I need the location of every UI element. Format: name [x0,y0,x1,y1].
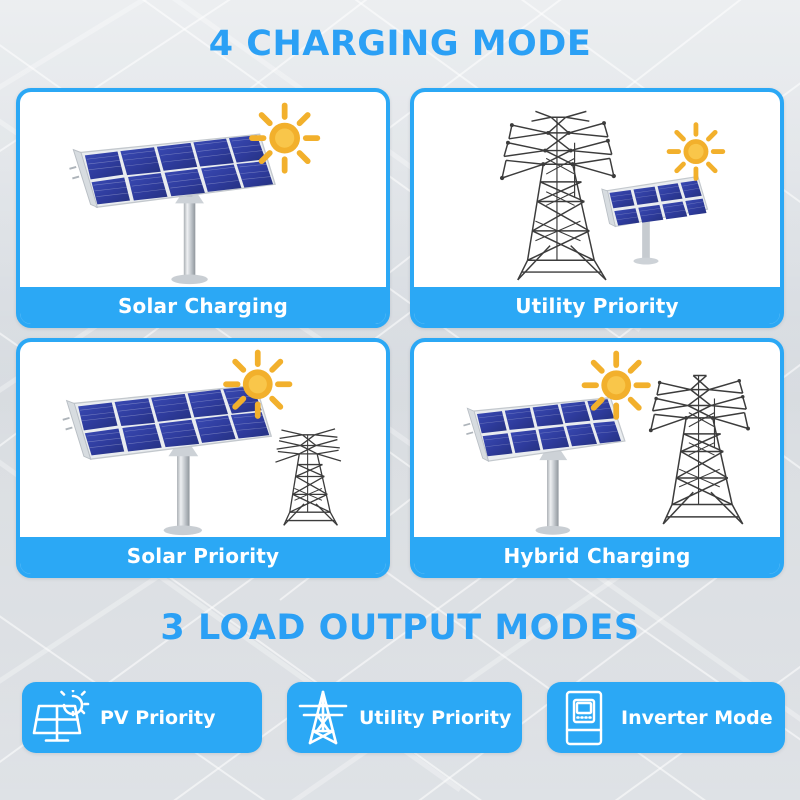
load-mode-pv-priority[interactable]: PV Priority [22,682,262,753]
mode-card-label: Solar Charging [20,287,386,324]
sun-icon [581,350,651,420]
sun-icon [666,122,726,181]
load-mode-utility-priority[interactable]: Utility Priority [287,682,522,753]
load-mode-inverter-mode[interactable]: Inverter Mode [547,682,785,753]
transmission-tower-icon [499,110,616,281]
mode-card-solar-charging[interactable]: Solar Charging [16,88,390,328]
pylon-outline-icon [287,689,359,747]
solar-panel-icon [601,175,709,265]
mode-card-label: Solar Priority [20,537,386,574]
sun-icon [249,102,321,174]
sun-icon [223,349,293,419]
utility-priority-illustration [499,110,726,281]
inverter-box-outline-icon [547,689,621,747]
solar-priority-illustration [62,349,342,536]
solar-charging-illustration [69,102,321,285]
mode-card-utility-priority[interactable]: Utility Priority [410,88,784,328]
mode-card-artwork [20,342,386,537]
mode-card-artwork [414,342,780,537]
mode-card-artwork [20,92,386,287]
transmission-tower-icon [648,374,750,525]
transmission-tower-icon [275,428,342,526]
mode-card-label: Utility Priority [414,287,780,324]
load-mode-label: Utility Priority [359,706,512,729]
solar-panel-icon [463,397,626,462]
mode-card-label: Hybrid Charging [414,537,780,574]
mode-card-solar-priority[interactable]: Solar Priority [16,338,390,578]
hybrid-charging-illustration [463,350,750,535]
charging-modes-heading: 4 CHARGING MODE [208,24,592,64]
load-mode-label: Inverter Mode [621,706,773,729]
solar-panel-icon [69,133,276,209]
solar-panel-sun-outline-icon [22,689,100,746]
load-mode-label: PV Priority [100,706,216,729]
mode-card-artwork [414,92,780,287]
load-output-modes-heading: 3 LOAD OUTPUT MODES [160,608,640,648]
solar-panel-icon [62,384,273,461]
mode-card-hybrid-charging[interactable]: Hybrid Charging [410,338,784,578]
